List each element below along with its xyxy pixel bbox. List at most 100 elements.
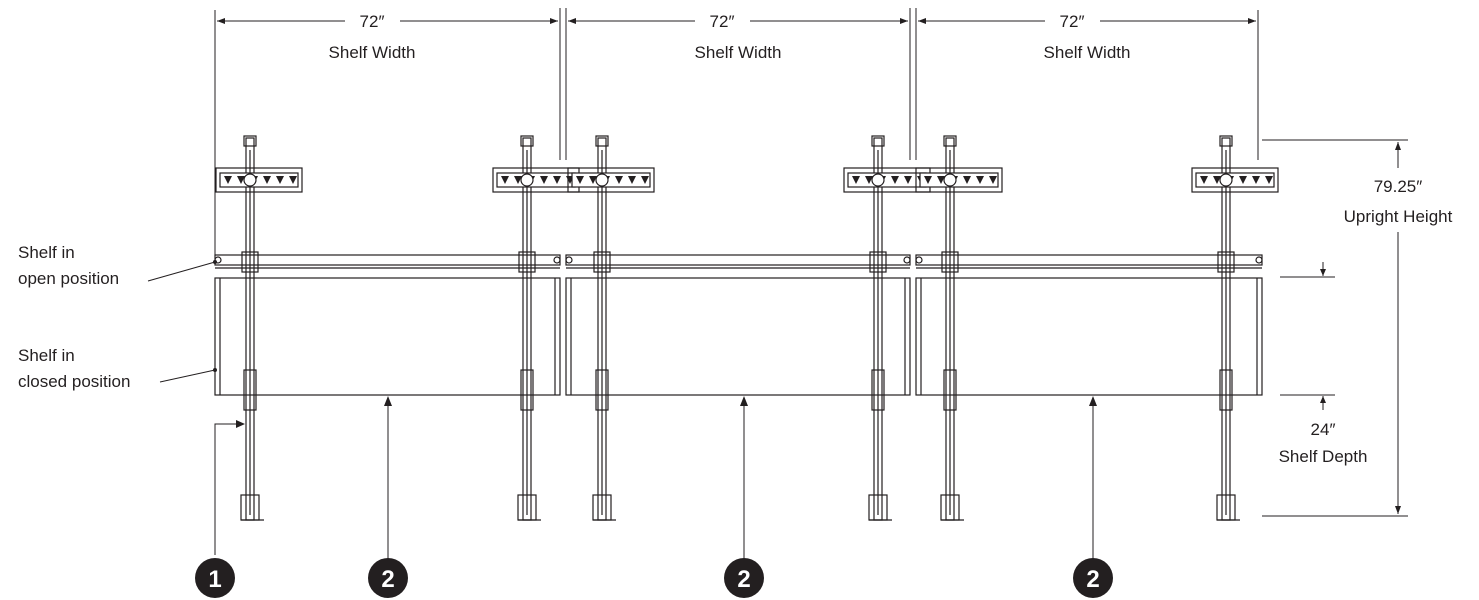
rail-outlet-icon bbox=[553, 176, 561, 184]
accessory-rail-inner bbox=[919, 172, 999, 188]
rail-outlet-icon bbox=[976, 176, 984, 184]
rail-outlet-icon bbox=[1265, 176, 1273, 184]
rail-outlet-icon bbox=[904, 176, 912, 184]
width-dimensions bbox=[214, 8, 1259, 258]
bay-3-width-label: Shelf Width bbox=[1044, 43, 1131, 62]
open-position-label-line1: Shelf in bbox=[18, 243, 75, 262]
callout-leaders bbox=[214, 400, 1094, 560]
rail-outlet-icon bbox=[237, 176, 245, 184]
hinge-icon bbox=[915, 256, 923, 264]
rail-outlet-icon bbox=[628, 176, 636, 184]
closed-position-label-line2: closed position bbox=[18, 372, 130, 391]
rail-outlet-icon bbox=[514, 176, 522, 184]
shelf-bracket bbox=[941, 251, 959, 273]
rail-outlet-icon bbox=[1200, 176, 1208, 184]
rail-knob-icon bbox=[943, 173, 957, 187]
accessory-rail bbox=[915, 167, 1003, 193]
accessory-rail-inner bbox=[847, 172, 927, 188]
upright-cap bbox=[520, 135, 534, 147]
upright-cap bbox=[1219, 135, 1233, 147]
rail-outlet-icon bbox=[576, 176, 584, 184]
bay-1-width-label: Shelf Width bbox=[329, 43, 416, 62]
rail-outlet-icon bbox=[224, 176, 232, 184]
callout-2-bay-2-number: 2 bbox=[737, 566, 750, 593]
leg-clip bbox=[243, 369, 257, 411]
rail-outlet-icon bbox=[1239, 176, 1247, 184]
upright-height-value: 79.25″ bbox=[1374, 177, 1423, 196]
shelf-bracket bbox=[241, 251, 259, 273]
rail-knob-icon bbox=[871, 173, 885, 187]
rail-outlet-icon bbox=[852, 176, 860, 184]
width-arrowheads bbox=[217, 18, 1256, 24]
rail-outlet-icon bbox=[989, 176, 997, 184]
rail-outlet-icon bbox=[276, 176, 284, 184]
rail-outlet-icon bbox=[891, 176, 899, 184]
leg-clip bbox=[943, 369, 957, 411]
rail-outlet-icon bbox=[963, 176, 971, 184]
callout-2-bay-1: 2 bbox=[368, 558, 408, 598]
shelf-bracket bbox=[869, 251, 887, 273]
accessory-rail-inner bbox=[219, 172, 299, 188]
rail-knob-icon bbox=[595, 173, 609, 187]
bay-1-width-value: 72″ bbox=[360, 12, 385, 31]
closed-shelf-panel bbox=[565, 277, 911, 396]
leg-clip bbox=[595, 369, 609, 411]
rail-outlet-icon bbox=[615, 176, 623, 184]
rail-outlet-icon bbox=[865, 176, 873, 184]
accessory-rail-inner bbox=[1195, 172, 1275, 188]
bay-2-width-label: Shelf Width bbox=[695, 43, 782, 62]
leader-dots bbox=[213, 260, 217, 372]
closed-shelf-panel bbox=[214, 277, 561, 396]
accessory-rail bbox=[1191, 167, 1279, 193]
rail-outlet-icon bbox=[641, 176, 649, 184]
callout-2-bay-1-number: 2 bbox=[381, 566, 394, 593]
closed-shelf-panel bbox=[915, 277, 1263, 396]
callout-2-bay-3-number: 2 bbox=[1086, 566, 1099, 593]
callout-2-bay-3: 2 bbox=[1073, 558, 1113, 598]
rail-outlet-icon bbox=[937, 176, 945, 184]
rail-outlet-icon bbox=[1252, 176, 1260, 184]
open-position-label-line2: open position bbox=[18, 269, 119, 288]
rail-outlet-icon bbox=[589, 176, 597, 184]
rail-knob-icon bbox=[243, 173, 257, 187]
open-shelf-plank bbox=[915, 254, 1263, 266]
height-depth-arrowheads bbox=[1320, 142, 1401, 514]
callout-2-bay-2: 2 bbox=[724, 558, 764, 598]
rail-outlet-icon bbox=[540, 176, 548, 184]
accessory-rail-inner bbox=[496, 172, 576, 188]
rail-outlet-icon bbox=[263, 176, 271, 184]
leg-clip bbox=[520, 369, 534, 411]
upright-cap bbox=[871, 135, 885, 147]
accessory-rail-inner bbox=[571, 172, 651, 188]
closed-position-label-line1: Shelf in bbox=[18, 346, 75, 365]
bay-3-width-value: 72″ bbox=[1060, 12, 1085, 31]
upright-cap bbox=[595, 135, 609, 147]
rail-outlet-icon bbox=[289, 176, 297, 184]
upright-cap bbox=[243, 135, 257, 147]
bay-2-width-value: 72″ bbox=[710, 12, 735, 31]
leg-clip bbox=[871, 369, 885, 411]
open-shelf-plank bbox=[565, 254, 911, 266]
position-leaders bbox=[147, 261, 216, 383]
callout-1: 1 bbox=[195, 558, 235, 598]
shelving-structure bbox=[214, 135, 1279, 521]
upright-cap bbox=[943, 135, 957, 147]
callout-arrowheads bbox=[236, 396, 1097, 428]
callout-1-number: 1 bbox=[208, 566, 221, 593]
open-shelf-plank bbox=[214, 254, 561, 266]
shelf-depth-label: Shelf Depth bbox=[1279, 447, 1368, 466]
rail-knob-icon bbox=[520, 173, 534, 187]
shelf-depth-value: 24″ bbox=[1311, 420, 1336, 439]
hinge-icon bbox=[903, 256, 911, 264]
hinge-icon bbox=[553, 256, 561, 264]
hinge-icon bbox=[565, 256, 573, 264]
rail-outlet-icon bbox=[924, 176, 932, 184]
leg-clip bbox=[1219, 369, 1233, 411]
shelf-bracket bbox=[593, 251, 611, 273]
rail-outlet-icon bbox=[1213, 176, 1221, 184]
accessory-rail bbox=[215, 167, 303, 193]
shelf-bracket bbox=[1217, 251, 1235, 273]
shelf-bracket bbox=[518, 251, 536, 273]
hinge-icon bbox=[1255, 256, 1263, 264]
